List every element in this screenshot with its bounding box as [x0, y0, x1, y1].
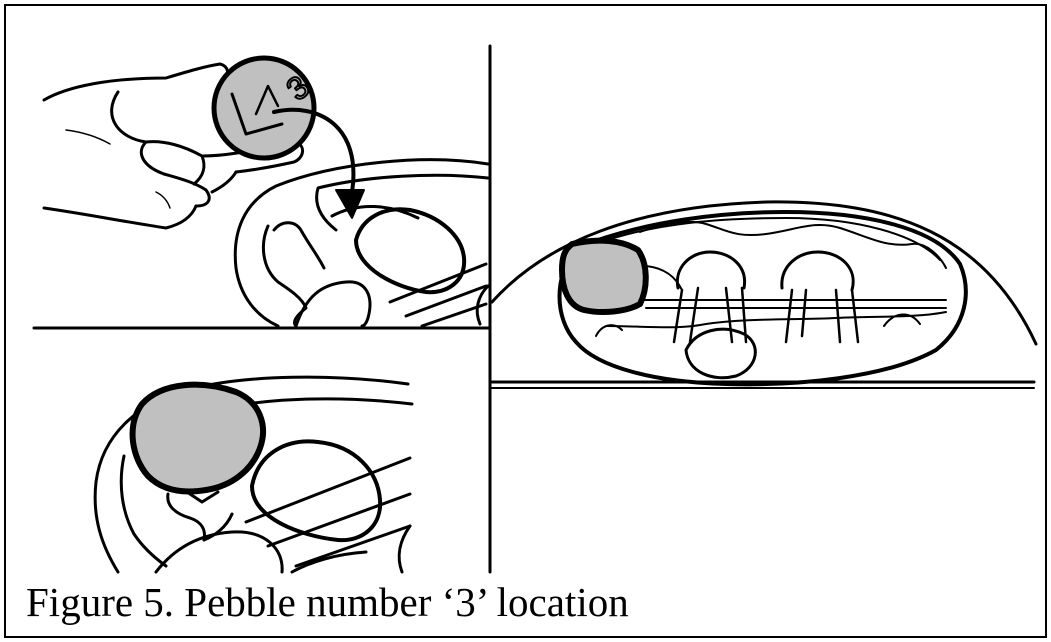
- pebble-3-position-icon: [562, 241, 646, 312]
- panel-pebble-closeup: [95, 377, 412, 572]
- tray-icon: [235, 160, 488, 326]
- figure-frame: 3: [4, 4, 1047, 638]
- panel-insert-pebble: 3: [44, 58, 488, 326]
- panel-tray-overview: [492, 202, 1036, 384]
- figure-illustration: 3: [6, 6, 1049, 640]
- pebble-3-icon: 3: [214, 58, 316, 158]
- figure-caption: Figure 5. Pebble number ‘3’ location: [26, 582, 629, 623]
- pebble-3-highlighted-icon: [133, 385, 263, 502]
